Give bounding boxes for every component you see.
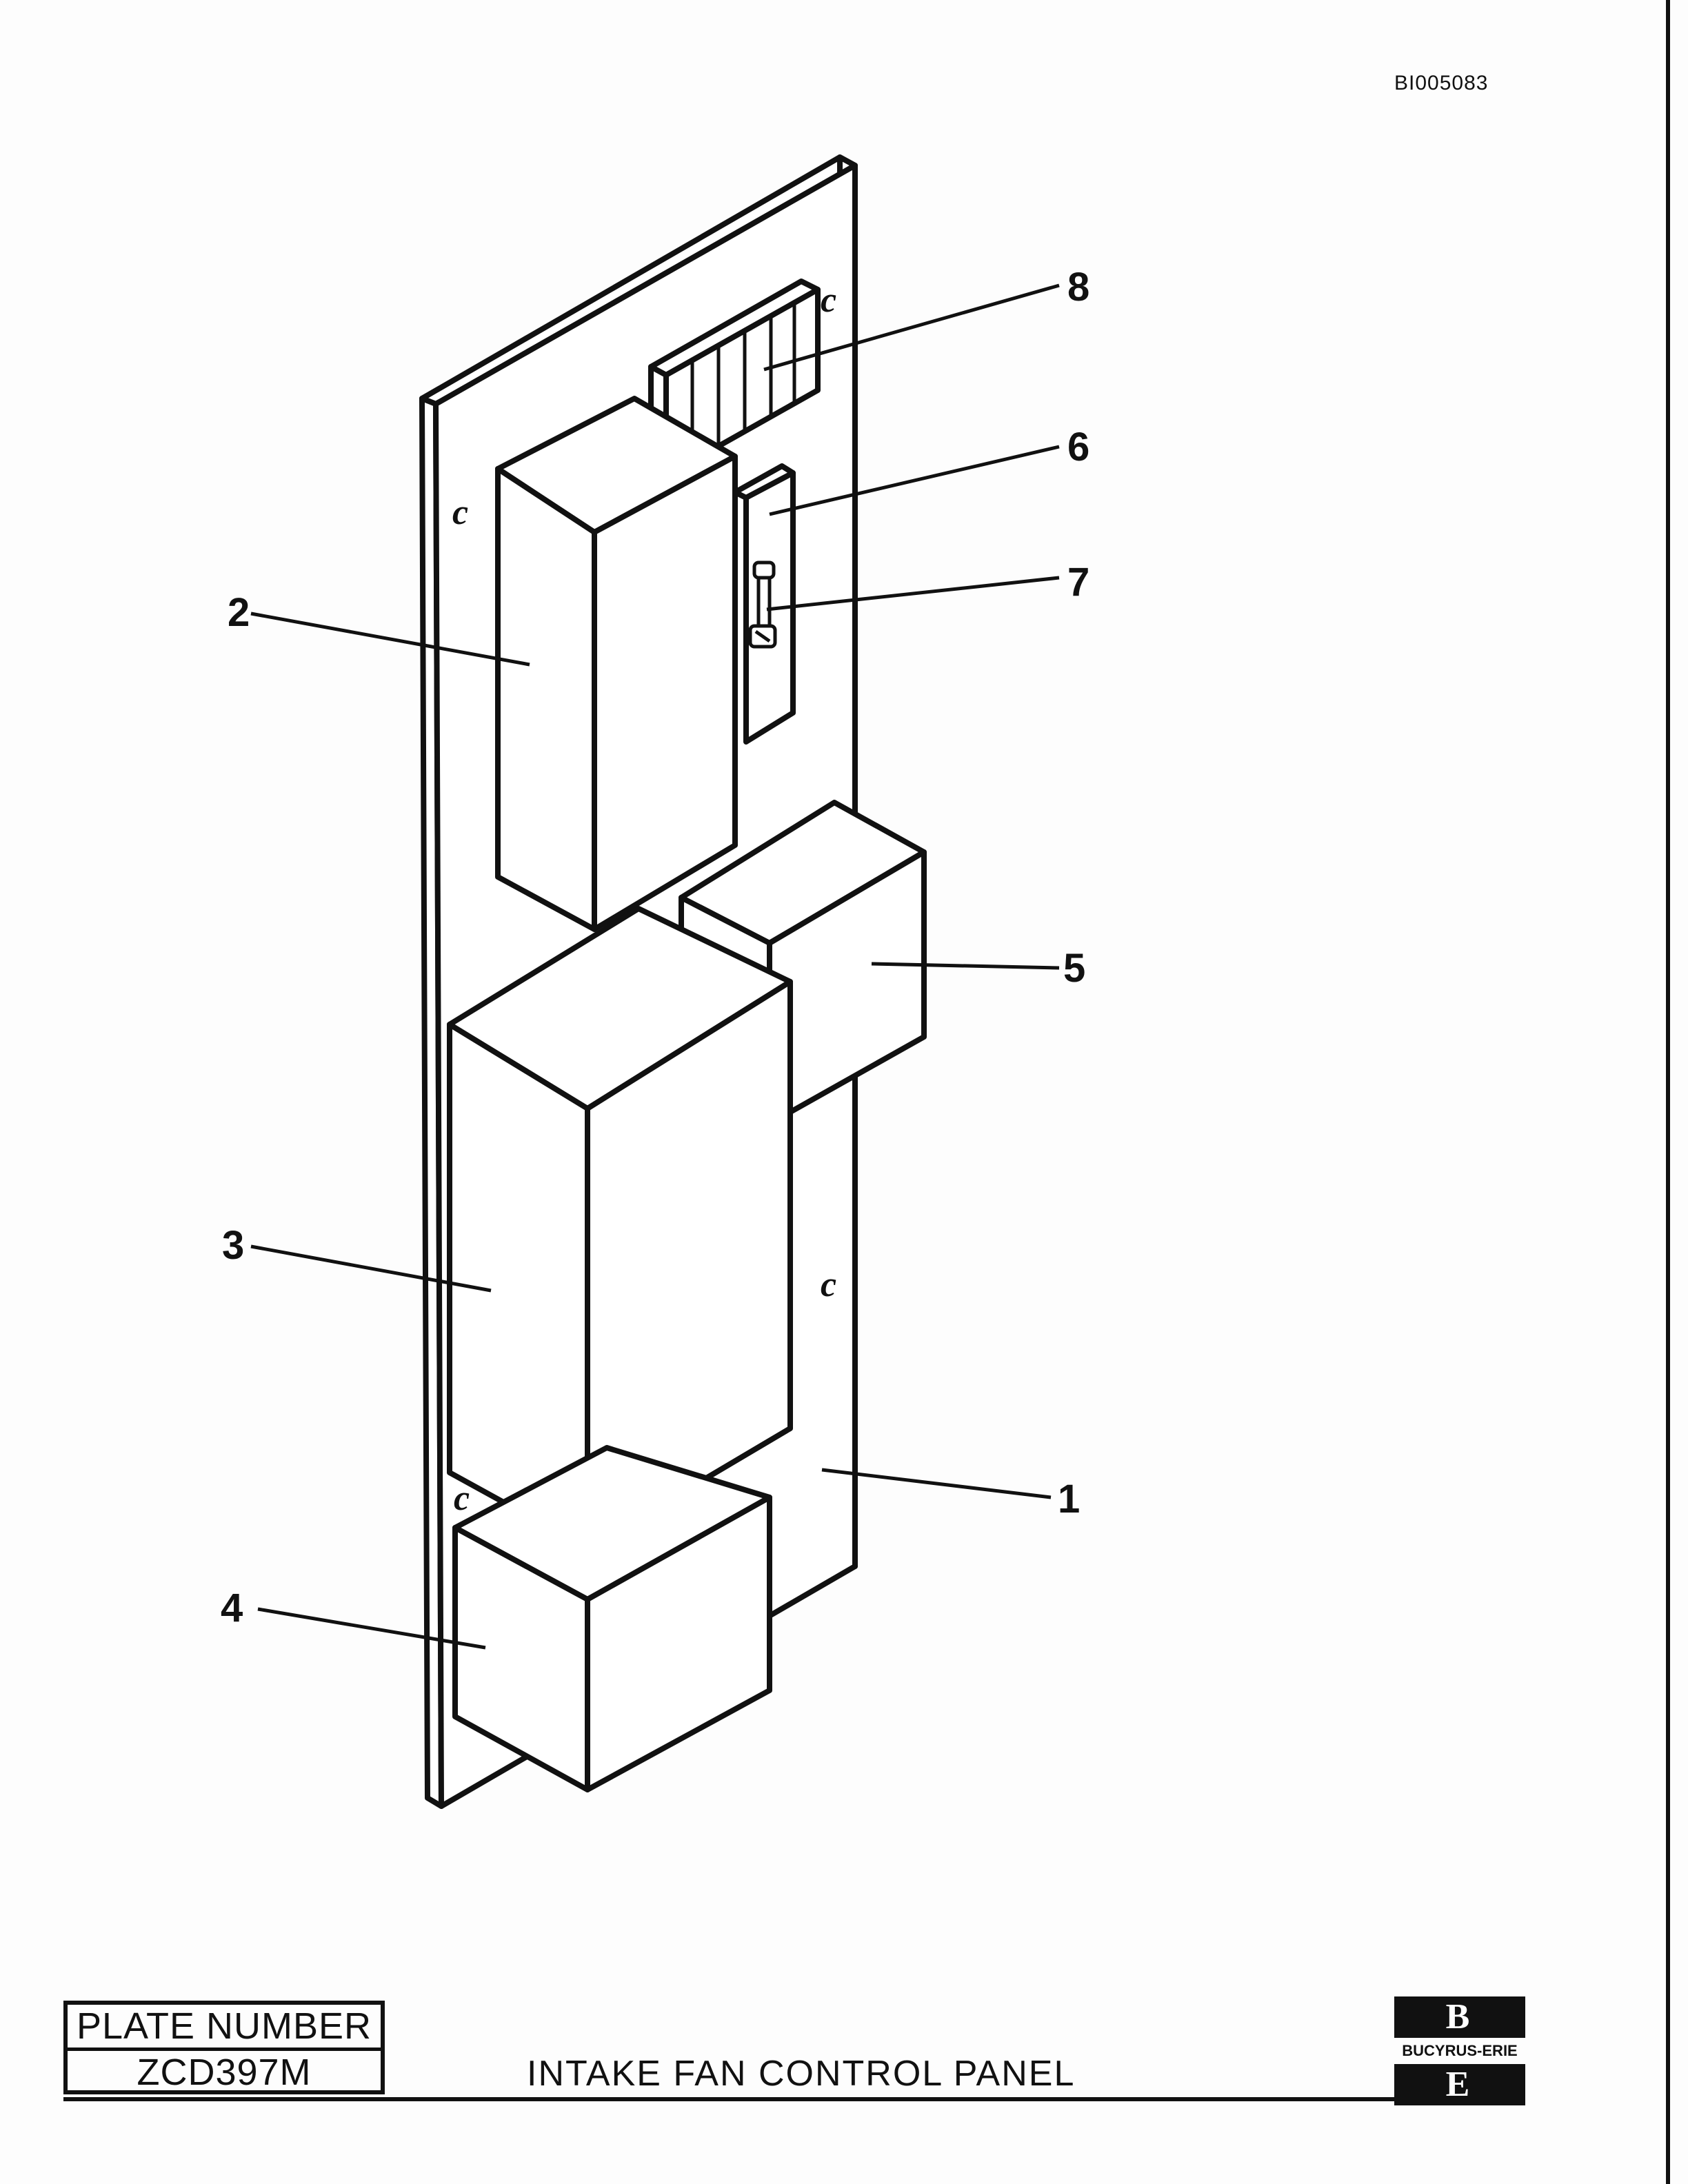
component-4	[452, 1445, 772, 1792]
logo-bottom-letter: E	[1394, 2064, 1525, 2105]
plate-number-label: PLATE NUMBER	[68, 2005, 381, 2051]
callout-5: 5	[1063, 946, 1085, 991]
logo-company-name: BUCYRUS-ERIE	[1402, 2042, 1518, 2059]
center-mark: c	[821, 281, 836, 320]
plate-number-box: PLATE NUMBER ZCD397M	[63, 2001, 385, 2094]
drawing-title: INTAKE FAN CONTROL PANEL	[527, 2054, 1076, 2094]
document-id: BI005083	[1394, 72, 1489, 94]
plate-number-value: ZCD397M	[137, 2052, 312, 2093]
component-3	[447, 906, 793, 1551]
logo-top-letter: B	[1394, 1996, 1525, 2038]
component-2	[495, 396, 738, 932]
bottom-rule	[63, 2097, 1525, 2101]
callout-8: 8	[1067, 265, 1089, 310]
scan-edge	[1666, 0, 1670, 2184]
callout-1: 1	[1058, 1477, 1080, 1521]
callout-4: 4	[221, 1586, 243, 1630]
leader-lines	[250, 283, 1060, 1650]
fuse	[748, 560, 777, 649]
callout-6: 6	[1067, 425, 1089, 469]
center-mark: c	[821, 1265, 836, 1304]
center-mark: c	[454, 1479, 470, 1518]
callout-2: 2	[228, 590, 250, 635]
callout-7: 7	[1067, 560, 1089, 605]
center-mark: c	[452, 493, 468, 532]
company-logo: B BUCYRUS-ERIE E	[1394, 1996, 1525, 2105]
callout-3: 3	[222, 1223, 244, 1268]
